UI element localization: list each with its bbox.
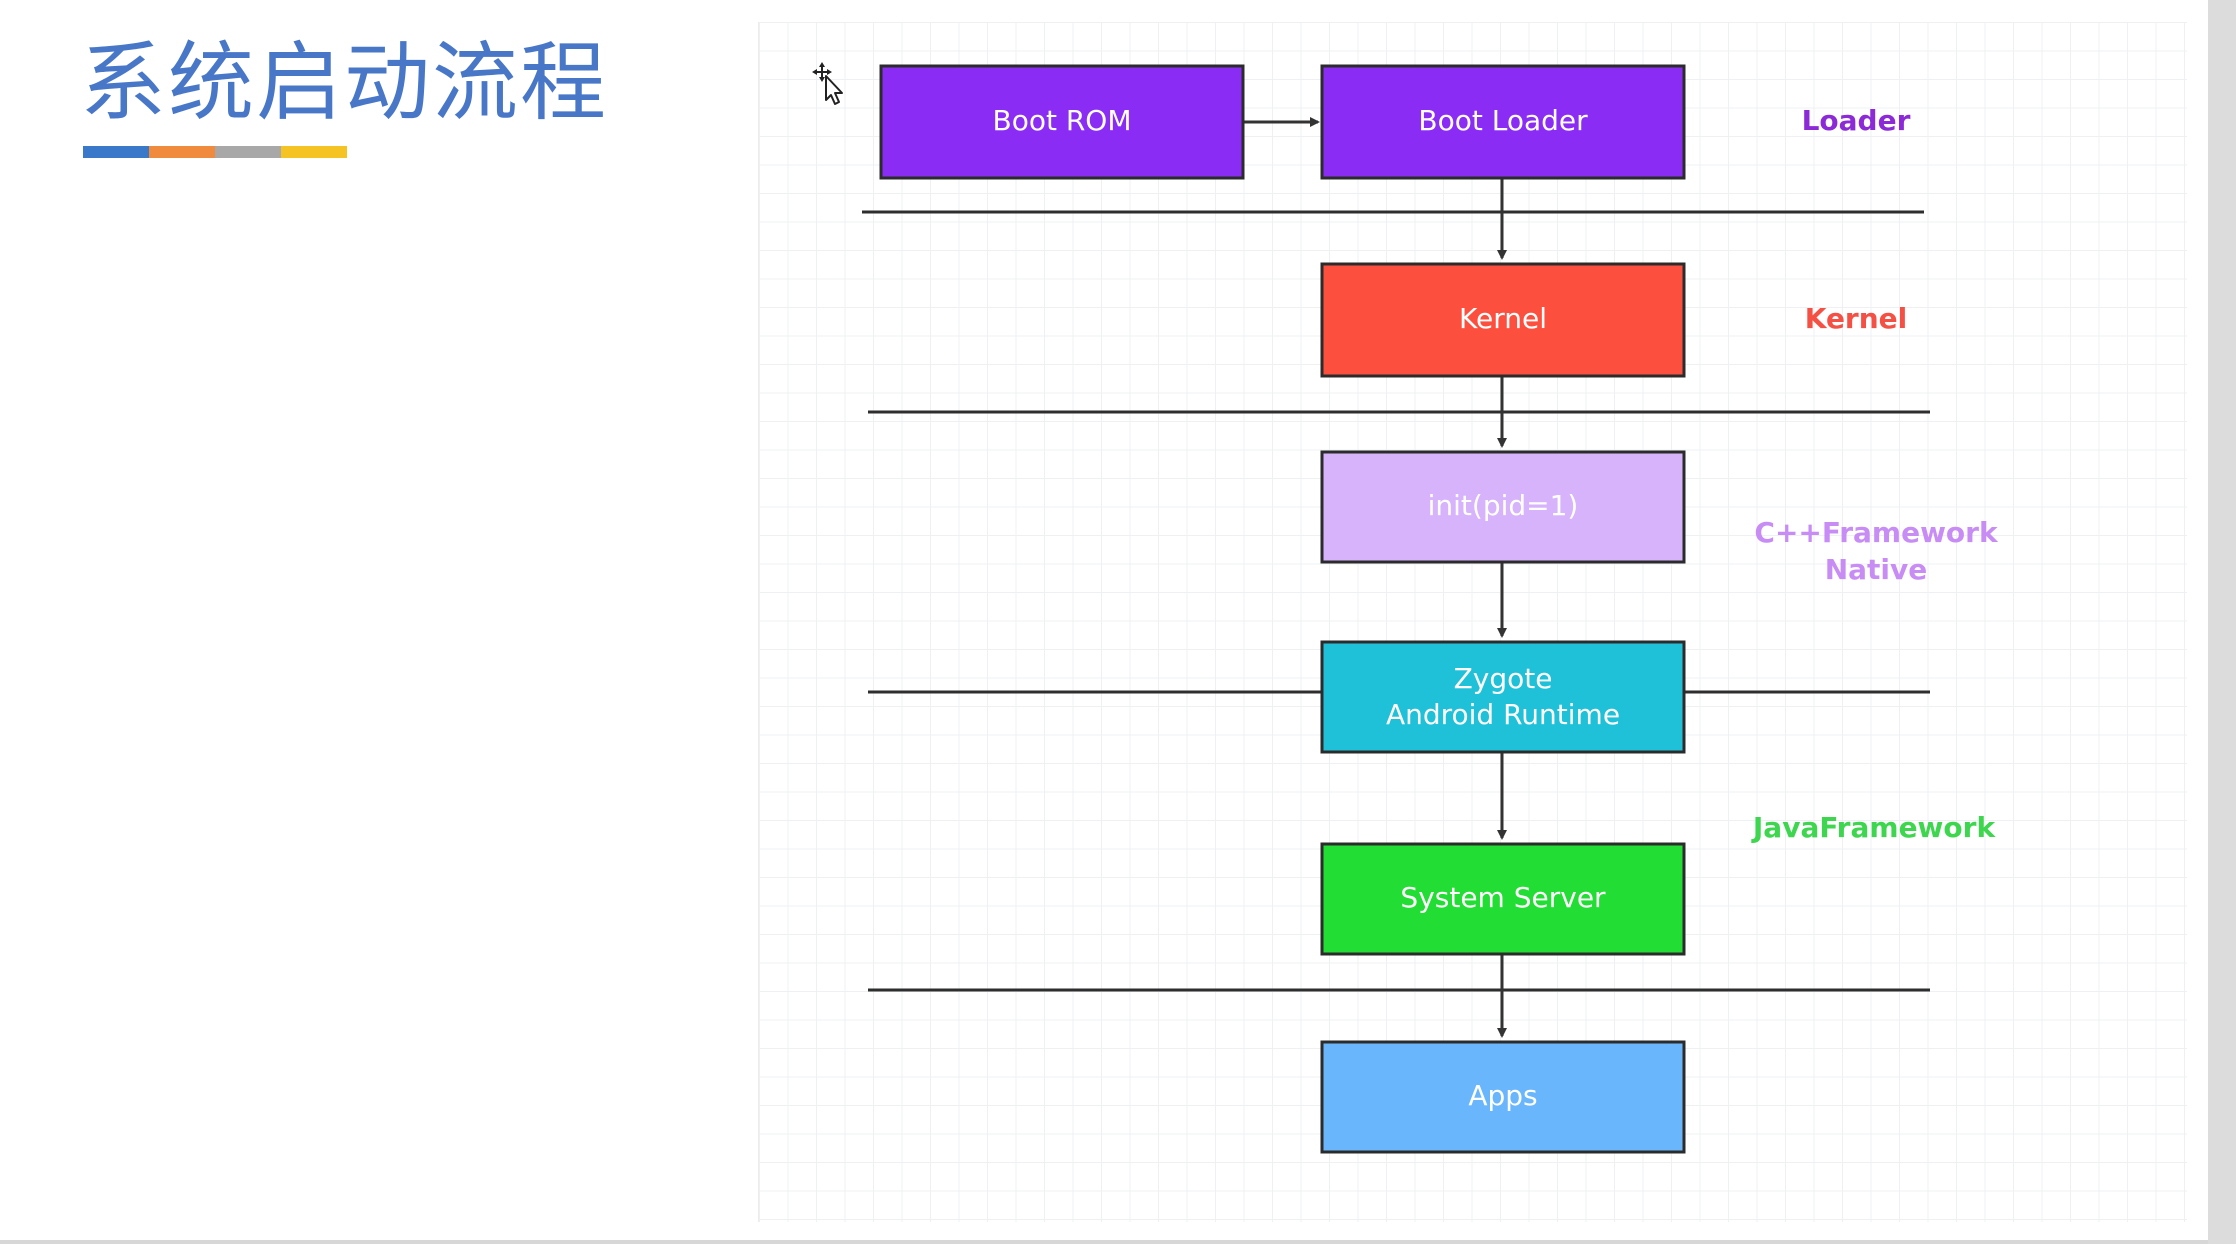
title-bar-segment-blue (83, 146, 149, 158)
title-bar-segment-orange (149, 146, 215, 158)
zygote-box[interactable] (1320, 640, 1686, 754)
boot-rom-node[interactable]: Boot ROM (879, 64, 1245, 180)
system-server-node[interactable]: System Server (1320, 842, 1686, 956)
kernel-label: Kernel (1459, 302, 1547, 335)
apps-label: Apps (1468, 1079, 1537, 1112)
system-server-label: System Server (1400, 881, 1606, 914)
layer-label-cpp-framework: C++Framework (1754, 516, 1999, 549)
boot-rom-box[interactable] (879, 64, 1245, 180)
boot-loader-node[interactable]: Boot Loader (1320, 64, 1686, 180)
zygote-label-line1: Zygote (1454, 662, 1553, 695)
layer-label-kernel: Kernel (1805, 302, 1908, 335)
apps-node[interactable]: Apps (1320, 1040, 1686, 1154)
window-right-edge (2208, 0, 2236, 1244)
init-box[interactable] (1320, 450, 1686, 564)
boot-loader-box[interactable] (1320, 64, 1686, 180)
boot-loader-label: Boot Loader (1418, 104, 1588, 137)
slide-title: 系统启动流程 (80, 33, 608, 133)
layer-label-loader: Loader (1802, 104, 1911, 137)
kernel-box[interactable] (1320, 262, 1686, 378)
boot-rom-label: Boot ROM (992, 104, 1131, 137)
diagram-grid-canvas (758, 22, 2187, 1222)
zygote-node[interactable]: Zygote Android Runtime (1320, 640, 1686, 754)
init-label: init(pid=1) (1428, 489, 1579, 522)
layer-label-java-framework: JavaFramework (1751, 811, 1997, 844)
system-server-box[interactable] (1320, 842, 1686, 956)
kernel-node[interactable]: Kernel (1320, 262, 1686, 378)
init-node[interactable]: init(pid=1) (1320, 450, 1686, 564)
title-underline-bar (83, 146, 347, 158)
title-bar-segment-gray (215, 146, 281, 158)
apps-box[interactable] (1320, 1040, 1686, 1154)
layer-label-native: Native (1825, 553, 1928, 586)
zygote-label-line2: Android Runtime (1386, 698, 1620, 731)
move-cursor-icon (812, 62, 843, 105)
title-bar-segment-yellow (281, 146, 347, 158)
